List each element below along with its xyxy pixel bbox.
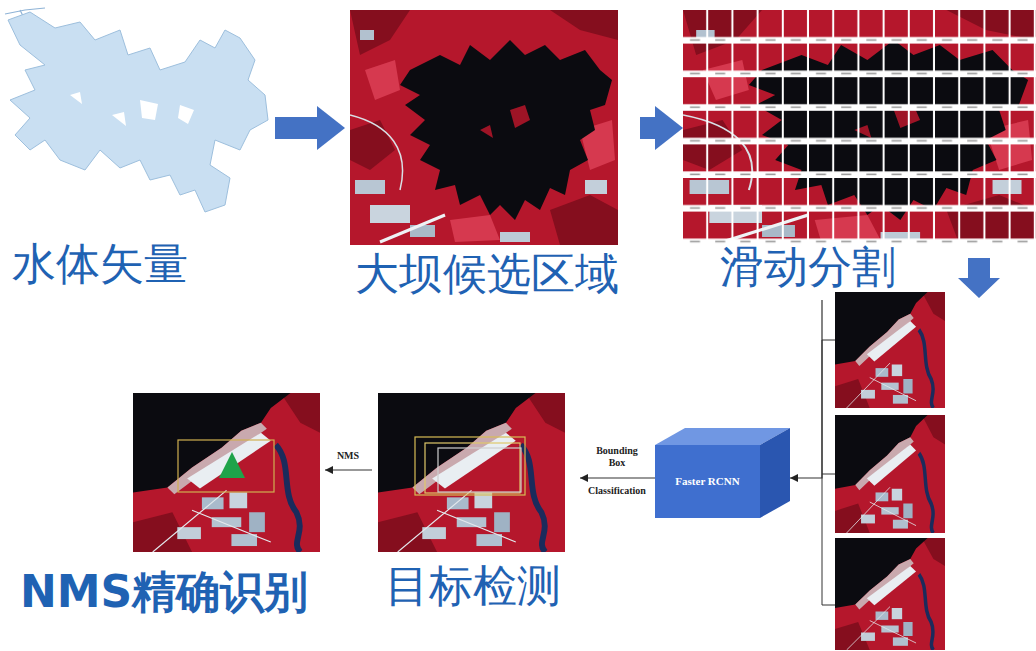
nms-result-panel: NMS精确识别 bbox=[15, 390, 325, 620]
sliding-tiles-grid bbox=[683, 10, 1036, 245]
step-caption: 目标检测 bbox=[385, 562, 561, 610]
water-vector-map bbox=[70, 92, 194, 126]
connector-layer bbox=[275, 128, 822, 478]
sliding-tiles-grid bbox=[683, 10, 1036, 245]
flow-arrow bbox=[790, 300, 822, 478]
water-vector-panel: 水体矢量 bbox=[0, 0, 275, 302]
nms-result-image bbox=[219, 452, 245, 478]
tile-bracket bbox=[822, 340, 835, 605]
sliding-tiles-grid bbox=[683, 10, 1036, 245]
candidate-region-panel: 大坝候选区域 bbox=[345, 0, 640, 305]
model-name: Faster RCNN bbox=[655, 445, 760, 518]
down-block-arrow bbox=[958, 258, 1000, 298]
tile-images bbox=[835, 538, 945, 650]
step-caption: 滑动分割 bbox=[720, 243, 896, 291]
detection-image bbox=[425, 443, 520, 493]
water-vector-map bbox=[8, 12, 268, 212]
nms-result-image bbox=[133, 393, 320, 552]
tile-images bbox=[835, 415, 945, 533]
flow-arrow bbox=[580, 477, 655, 478]
sliding-split-panel: 滑动分割 bbox=[683, 0, 1036, 300]
model-cube: Faster RCNN bbox=[655, 428, 790, 518]
step-caption: NMS精确识别 bbox=[20, 568, 308, 616]
step-caption: 水体矢量 bbox=[12, 240, 188, 288]
tile-bracket bbox=[822, 340, 835, 605]
detection-image bbox=[438, 448, 521, 492]
step-caption: 大坝候选区域 bbox=[355, 250, 619, 298]
down-block-arrow bbox=[958, 258, 1000, 298]
tile-images bbox=[835, 292, 945, 408]
tile-images bbox=[835, 292, 945, 650]
flow-arrow bbox=[325, 469, 372, 470]
water-vector-map bbox=[5, 8, 268, 212]
edge-label: NMS bbox=[328, 450, 368, 462]
detection-image bbox=[378, 393, 565, 552]
annotation-label: Classification bbox=[587, 485, 647, 497]
detection-image bbox=[378, 393, 565, 552]
detection-panel: 目标检测 bbox=[372, 390, 580, 620]
block-arrow bbox=[275, 117, 317, 139]
candidate-region-image bbox=[350, 10, 618, 245]
detection-image bbox=[415, 437, 525, 495]
cube-front bbox=[655, 445, 760, 518]
nms-result-image bbox=[133, 393, 320, 552]
nms-result-image bbox=[178, 440, 274, 492]
cube-side bbox=[760, 428, 790, 518]
edge-label: Bounding Box bbox=[590, 445, 644, 469]
candidate-region-image bbox=[350, 10, 618, 245]
block-arrow bbox=[640, 117, 655, 139]
cube-shape bbox=[655, 428, 790, 518]
